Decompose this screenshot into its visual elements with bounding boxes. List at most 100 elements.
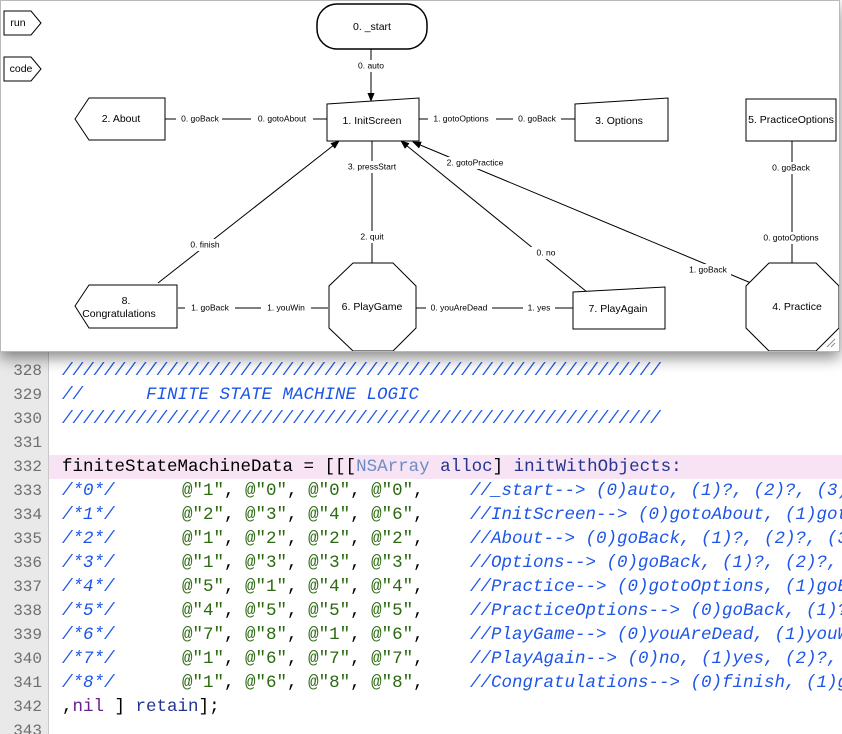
state-row: /*4*/ [62, 577, 115, 597]
svg-text:6. PlayGame: 6. PlayGame [342, 301, 403, 313]
node-options[interactable]: 3. Options [574, 97, 669, 142]
svg-text:code: code [10, 63, 33, 75]
line-number: 330 [0, 407, 49, 431]
state-row: /*0*/ [62, 481, 115, 501]
node-practice[interactable]: 4. Practice [745, 262, 839, 351]
node-congratulations[interactable]: 8. Congratulations [74, 284, 178, 329]
state-row: /*8*/ [62, 673, 115, 693]
edge-label-about-goback: 0. goBack [181, 113, 220, 123]
edge-label-pressstart: 3. pressStart [348, 161, 397, 171]
line-number: 339 [0, 623, 49, 647]
edge-label-po-goback: 0. goBack [772, 162, 811, 172]
edge-label-po-gotooptions: 0. gotoOptions [763, 232, 818, 242]
line-number: 343 [0, 719, 49, 734]
edge-finish [157, 140, 340, 284]
svg-text:5. PracticeOptions: 5. PracticeOptions [748, 114, 834, 126]
node-playagain[interactable]: 7. PlayAgain [572, 286, 666, 330]
code-line: 335/*2*/@"1", @"2", @"2", @"2",//About--… [0, 527, 842, 551]
comment-divider: ////////////////////////////////////////… [62, 361, 661, 381]
svg-text:2. About: 2. About [102, 113, 141, 125]
code-line: 337/*4*/@"5", @"1", @"4", @"4",//Practic… [0, 575, 842, 599]
svg-text:4. Practice: 4. Practice [772, 301, 822, 313]
edge-label-gotoabout: 0. gotoAbout [258, 113, 307, 123]
edge-label-practice-goback: 1. goBack [689, 264, 728, 274]
code-line: 339 /*6*/ @"7", @"8", @"1", @"6", //PlayGam… [0, 623, 842, 647]
svg-text:8.: 8. [122, 295, 131, 307]
code-line: 342 ,nil ] retain]; [0, 695, 842, 719]
edge-label-auto: 0. auto [358, 60, 384, 70]
node-initscreen[interactable]: 1. InitScreen [326, 97, 420, 142]
state-comment: //PlayAgain--> (0)no, (1)yes, (2)?, (3)? [470, 649, 838, 669]
code-line: 340 /*7*/ @"1", @"6", @"7", @"7", //PlayAga… [0, 647, 842, 671]
state-comment: //Options--> (0)goBack, (1)?, (2)?, (3)? [470, 553, 838, 573]
state-row: /*3*/ [62, 553, 115, 573]
line-number: 329 [0, 383, 49, 407]
edge-label-gotooptions: 1. gotoOptions [433, 113, 488, 123]
code-line: 338 /*5*/ @"4", @"5", @"5", @"5", //Practic… [0, 599, 842, 623]
state-comment: //PracticeOptions--> (0)goBack, (1)?, (2… [470, 601, 842, 621]
section-comment: // FINITE STATE MACHINE LOGIC [62, 385, 420, 405]
code-line: 341 /*8*/ @"1", @"6", @"8", @"8", //Congrat… [0, 671, 842, 695]
edge-label-finish: 0. finish [190, 239, 220, 249]
svg-text:run: run [10, 17, 25, 29]
line-number: 342 [0, 695, 49, 719]
run-button[interactable]: run [3, 10, 42, 36]
line-number: 328 [0, 359, 49, 383]
edge-label-youaredead: 0. youAreDead [431, 302, 488, 312]
state-transitions: @"5", @"1", @"4", @"4", [182, 577, 424, 597]
node-practice-options[interactable]: 5. PracticeOptions [745, 98, 837, 142]
state-transitions: @"1", @"6", @"8", @"8", [182, 673, 424, 693]
code-line-highlighted: 332 finiteStateMachineData = [[[NSArray … [0, 455, 842, 479]
edge-label-gotopractice: 2. gotoPractice [447, 157, 504, 167]
state-row: /*1*/ [62, 505, 115, 525]
state-transitions: @"2", @"3", @"4", @"6", [182, 505, 424, 525]
code-button[interactable]: code [3, 56, 42, 82]
line-number: 333 [0, 479, 49, 503]
line-number: 332 [0, 455, 49, 479]
code-line: 343 [0, 719, 842, 734]
code-line: 333/*0*/@"1", @"0", @"0", @"0",//_start-… [0, 479, 842, 503]
state-comment: //PlayGame--> (0)youAreDead, (1)youWin [470, 625, 842, 645]
state-transitions: @"7", @"8", @"1", @"6", [182, 625, 424, 645]
state-transitions: @"1", @"6", @"7", @"7", [182, 649, 424, 669]
edge-label-options-goback: 0. goBack [518, 113, 557, 123]
edge-label-no: 0. no [537, 247, 556, 257]
node-about[interactable]: 2. About [74, 97, 166, 141]
line-number: 341 [0, 671, 49, 695]
edge-no [400, 140, 588, 293]
resize-grip-icon[interactable] [826, 338, 836, 348]
line-number: 336 [0, 551, 49, 575]
line-number: 338 [0, 599, 49, 623]
state-transitions: @"4", @"5", @"5", @"5", [182, 601, 424, 621]
svg-text:3. Options: 3. Options [595, 115, 643, 127]
edge-label-youwin: 1. youWin [267, 302, 305, 312]
state-comment: //About--> (0)goBack, (1)?, (2)?, (3)? [470, 529, 842, 549]
code-line: 330 ////////////////////////////////////… [0, 407, 842, 431]
state-transitions: @"1", @"0", @"0", @"0", [182, 481, 424, 501]
state-comment: //InitScreen--> (0)gotoAbout, (1)gotoOpt… [470, 505, 842, 525]
edge-label-congrats-goback: 1. goBack [191, 302, 230, 312]
code-line: 334/*1*/@"2", @"3", @"4", @"6",//InitScr… [0, 503, 842, 527]
code-line: 328 ////////////////////////////////////… [0, 359, 842, 383]
state-transitions: @"1", @"2", @"2", @"2", [182, 529, 424, 549]
code-line: 331 [0, 431, 842, 455]
svg-text:0. _start: 0. _start [353, 21, 391, 33]
svg-text:7. PlayAgain: 7. PlayAgain [589, 303, 648, 315]
state-row: /*7*/ [62, 649, 115, 669]
state-diagram: run code 0. auto 0. goBack 0. gotoAbout … [3, 3, 839, 351]
svg-text:Congratulations: Congratulations [82, 308, 156, 320]
node-start[interactable]: 0. _start [316, 3, 428, 50]
state-row: /*5*/ [62, 601, 115, 621]
state-row: /*6*/ [62, 625, 115, 645]
state-machine-diagram-window[interactable]: run code 0. auto 0. goBack 0. gotoAbout … [0, 0, 840, 352]
code-editor[interactable]: 327 328 ////////////////////////////////… [0, 340, 842, 734]
state-comment: //Practice--> (0)gotoOptions, (1)goBack [470, 577, 842, 597]
edge-label-yes: 1. yes [528, 302, 551, 312]
edge-label-quit: 2. quit [360, 231, 384, 241]
state-row: /*2*/ [62, 529, 115, 549]
array-close-statement: ,nil ] retain]; [62, 697, 220, 717]
node-playgame[interactable]: 6. PlayGame [328, 262, 417, 351]
code-line: 329 // FINITE STATE MACHINE LOGIC [0, 383, 842, 407]
line-number: 340 [0, 647, 49, 671]
state-comment: //Congratulations--> (0)finish, (1)goBac… [470, 673, 842, 693]
